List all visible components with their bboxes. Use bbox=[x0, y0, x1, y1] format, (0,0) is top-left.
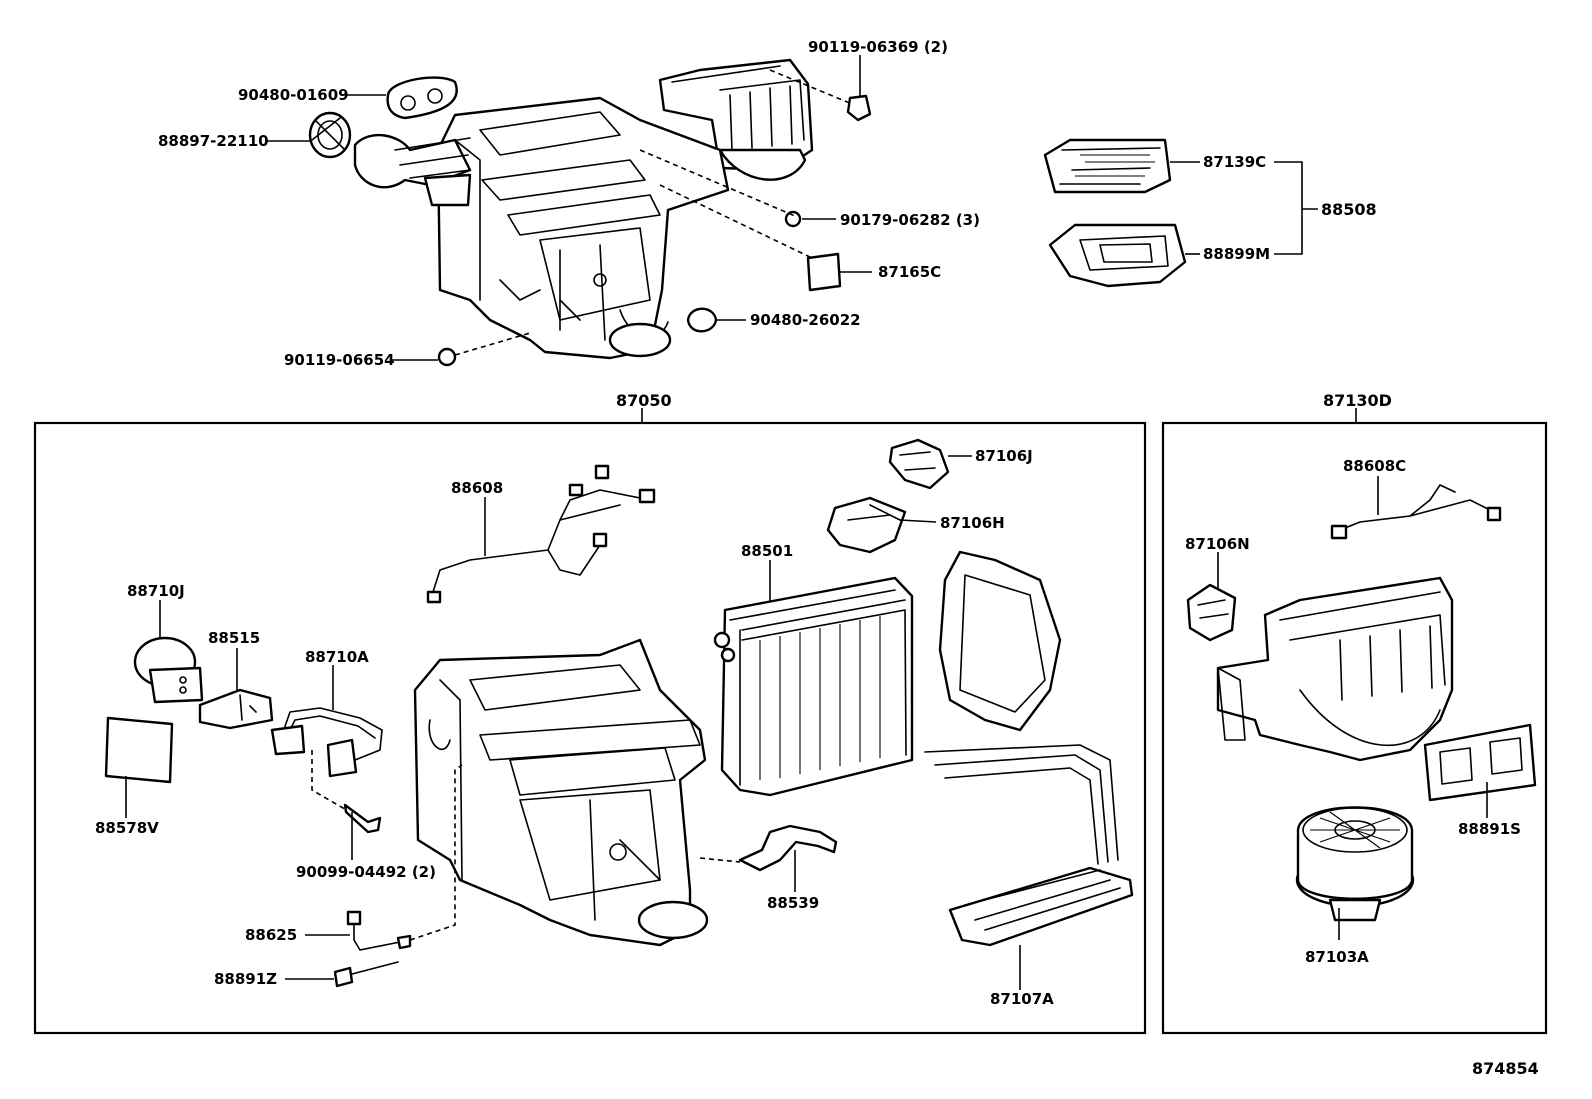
servo-87106N bbox=[1186, 583, 1237, 642]
tube-88539 bbox=[738, 824, 838, 872]
pipe-88710A bbox=[270, 707, 383, 778]
label-90480-26022: 90480-26022 bbox=[750, 311, 861, 329]
label-87106H: 87106H bbox=[940, 514, 1005, 532]
filter-set-drawing bbox=[1043, 138, 1187, 288]
label-88897-22110: 88897-22110 bbox=[158, 132, 269, 150]
wire-harness-88608 bbox=[426, 464, 656, 604]
label-90179-06282: 90179-06282 (3) bbox=[840, 211, 980, 229]
sensor-88625 bbox=[353, 917, 401, 951]
label-87107A: 87107A bbox=[990, 990, 1054, 1008]
plate-88891S bbox=[1423, 723, 1537, 802]
label-88539: 88539 bbox=[767, 894, 819, 912]
label-88501: 88501 bbox=[741, 542, 793, 560]
label-88608C: 88608C bbox=[1343, 457, 1406, 475]
label-87106J: 87106J bbox=[975, 447, 1033, 465]
label-87103A: 87103A bbox=[1305, 948, 1369, 966]
wire-harness-88608C bbox=[1330, 484, 1502, 540]
label-88578V: 88578V bbox=[95, 819, 159, 837]
servo-87106J bbox=[888, 438, 950, 490]
evaporator-88501 bbox=[713, 576, 914, 797]
heater-case-body bbox=[413, 638, 709, 947]
label-88710A: 88710A bbox=[305, 648, 369, 666]
label-90480-01609: 90480-01609 bbox=[238, 86, 349, 104]
label-88608: 88608 bbox=[451, 479, 503, 497]
label-88891S: 88891S bbox=[1458, 820, 1521, 838]
sensor-88891Z bbox=[333, 966, 354, 988]
bolt-90099-04492 bbox=[343, 803, 382, 834]
label-88625: 88625 bbox=[245, 926, 297, 944]
label-90119-06654: 90119-06654 bbox=[284, 351, 395, 369]
label-88891Z: 88891Z bbox=[214, 970, 277, 988]
label-88515: 88515 bbox=[208, 629, 260, 647]
label-87165C: 87165C bbox=[878, 263, 941, 281]
blower-case bbox=[1216, 576, 1454, 762]
main-unit-frame bbox=[33, 421, 1147, 1035]
blower-motor-87103A bbox=[1295, 806, 1415, 922]
label-87106N: 87106N bbox=[1185, 535, 1250, 553]
valve-88710J bbox=[133, 636, 204, 704]
cover-plate bbox=[938, 550, 1062, 732]
top-assembly-drawing bbox=[308, 58, 872, 367]
blower-unit-frame bbox=[1161, 421, 1548, 1035]
label-87139C: 87139C bbox=[1203, 153, 1266, 171]
label-87050: 87050 bbox=[616, 391, 672, 410]
label-90119-06369: 90119-06369 (2) bbox=[808, 38, 948, 56]
diagram-id: 874854 bbox=[1472, 1059, 1539, 1078]
label-88899M: 88899M bbox=[1203, 245, 1270, 263]
pad-88578V bbox=[104, 716, 174, 784]
servo-87106H bbox=[826, 496, 907, 554]
heater-core-87107A bbox=[924, 744, 1134, 947]
label-90099-04492: 90099-04492 (2) bbox=[296, 863, 436, 881]
label-88710J: 88710J bbox=[127, 582, 185, 600]
block-88515 bbox=[198, 688, 274, 730]
label-87130D: 87130D bbox=[1323, 391, 1392, 410]
label-88508: 88508 bbox=[1321, 200, 1377, 219]
